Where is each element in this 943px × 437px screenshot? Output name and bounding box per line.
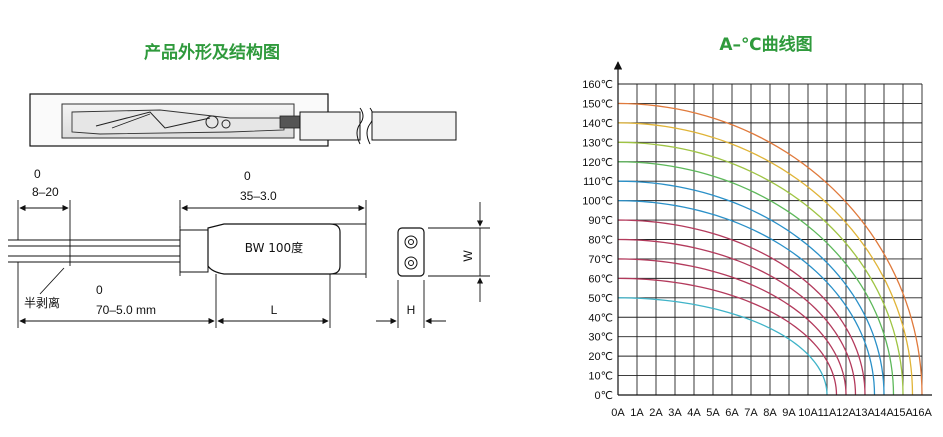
x-tick-label: 16A [912,407,932,419]
chart-grid [617,83,923,396]
series-curve [617,199,876,396]
y-tick-label: 140℃ [582,118,613,130]
y-tick-label: 160℃ [582,79,613,91]
chart-axes [613,61,932,396]
y-tick-label: 30℃ [588,332,613,344]
x-tick-label: 15A [893,407,913,419]
body-dimension [179,200,367,228]
strip-leader [39,267,65,295]
body-value: 35–3.0 [240,189,277,203]
series-curve [617,258,847,396]
end-view [376,202,490,328]
x-tick-label: 2A [649,407,663,419]
w-label: W [461,250,475,262]
x-tick-label: 5A [706,407,720,419]
h-label: H [407,303,416,317]
body-marking: BW 100度 [245,240,303,255]
lead-dimension [17,262,217,328]
current-temperature-chart: 0℃ 10℃ 20℃ 30℃ 40℃ 50℃ 60℃ 70℃ 80℃ 90℃ 100℃ 110℃ 120… [582,61,932,419]
x-tick-label: 13A [855,407,875,419]
y-tick-label: 70℃ [588,254,613,266]
chart-title: A–℃曲线图 [719,34,812,55]
strip-tolerance: 0 [34,167,41,181]
y-tick-label: 50℃ [588,293,613,305]
x-tick-label: 14A [874,407,894,419]
x-tick-label: 3A [668,407,682,419]
series-curve [617,297,828,396]
series-curve [617,161,895,396]
series-curve [617,219,866,396]
sensor-body [207,220,367,278]
x-tick-label: 4A [687,407,701,419]
structure-title: 产品外形及结构图 [144,42,280,63]
y-tick-label: 80℃ [588,235,613,247]
y-tick-labels: 0℃ 10℃ 20℃ 30℃ 40℃ 50℃ 60℃ 70℃ 80℃ 90℃ 100℃ 110℃ 120… [582,79,613,402]
lead-value: 70–5.0 mm [96,303,156,317]
l-label: L [271,303,278,317]
x-tick-label: 12A [836,407,856,419]
x-tick-label: 6A [725,407,739,419]
series-curve [617,141,904,396]
cutaway-drawing [29,93,457,147]
y-tick-label: 20℃ [588,351,613,363]
y-tick-label: 60℃ [588,273,613,285]
y-tick-label: 100℃ [582,196,613,208]
x-tick-label: 8A [763,407,777,419]
x-tick-label: 9A [782,407,796,419]
series-curve [617,238,857,396]
lead-tolerance: 0 [96,283,103,297]
y-tick-label: 120℃ [582,157,613,169]
x-tick-label: 11A [818,407,837,419]
l-dimension [217,274,331,328]
x-tick-label: 1A [630,407,644,419]
y-tick-label: 110℃ [583,176,613,188]
body-tolerance: 0 [244,169,251,183]
strip-dimension [17,200,71,240]
lead-wires [8,226,210,276]
series-curve [617,102,923,396]
series-curve [617,180,885,396]
y-tick-label: 0℃ [595,390,613,402]
y-tick-label: 10℃ [588,371,613,383]
y-tick-label: 40℃ [588,312,613,324]
series-curve [617,122,914,396]
y-tick-label: 130℃ [582,137,613,149]
y-tick-label: 150℃ [582,98,613,110]
series-curve [617,277,838,396]
strip-value: 8–20 [32,185,59,199]
x-tick-label: 7A [744,407,758,419]
x-tick-label: 10A [798,407,818,419]
x-tick-label: 0A [611,407,625,419]
strip-label: 半剥离 [24,295,60,310]
chart-curves [617,102,923,396]
y-tick-label: 90℃ [588,215,613,227]
